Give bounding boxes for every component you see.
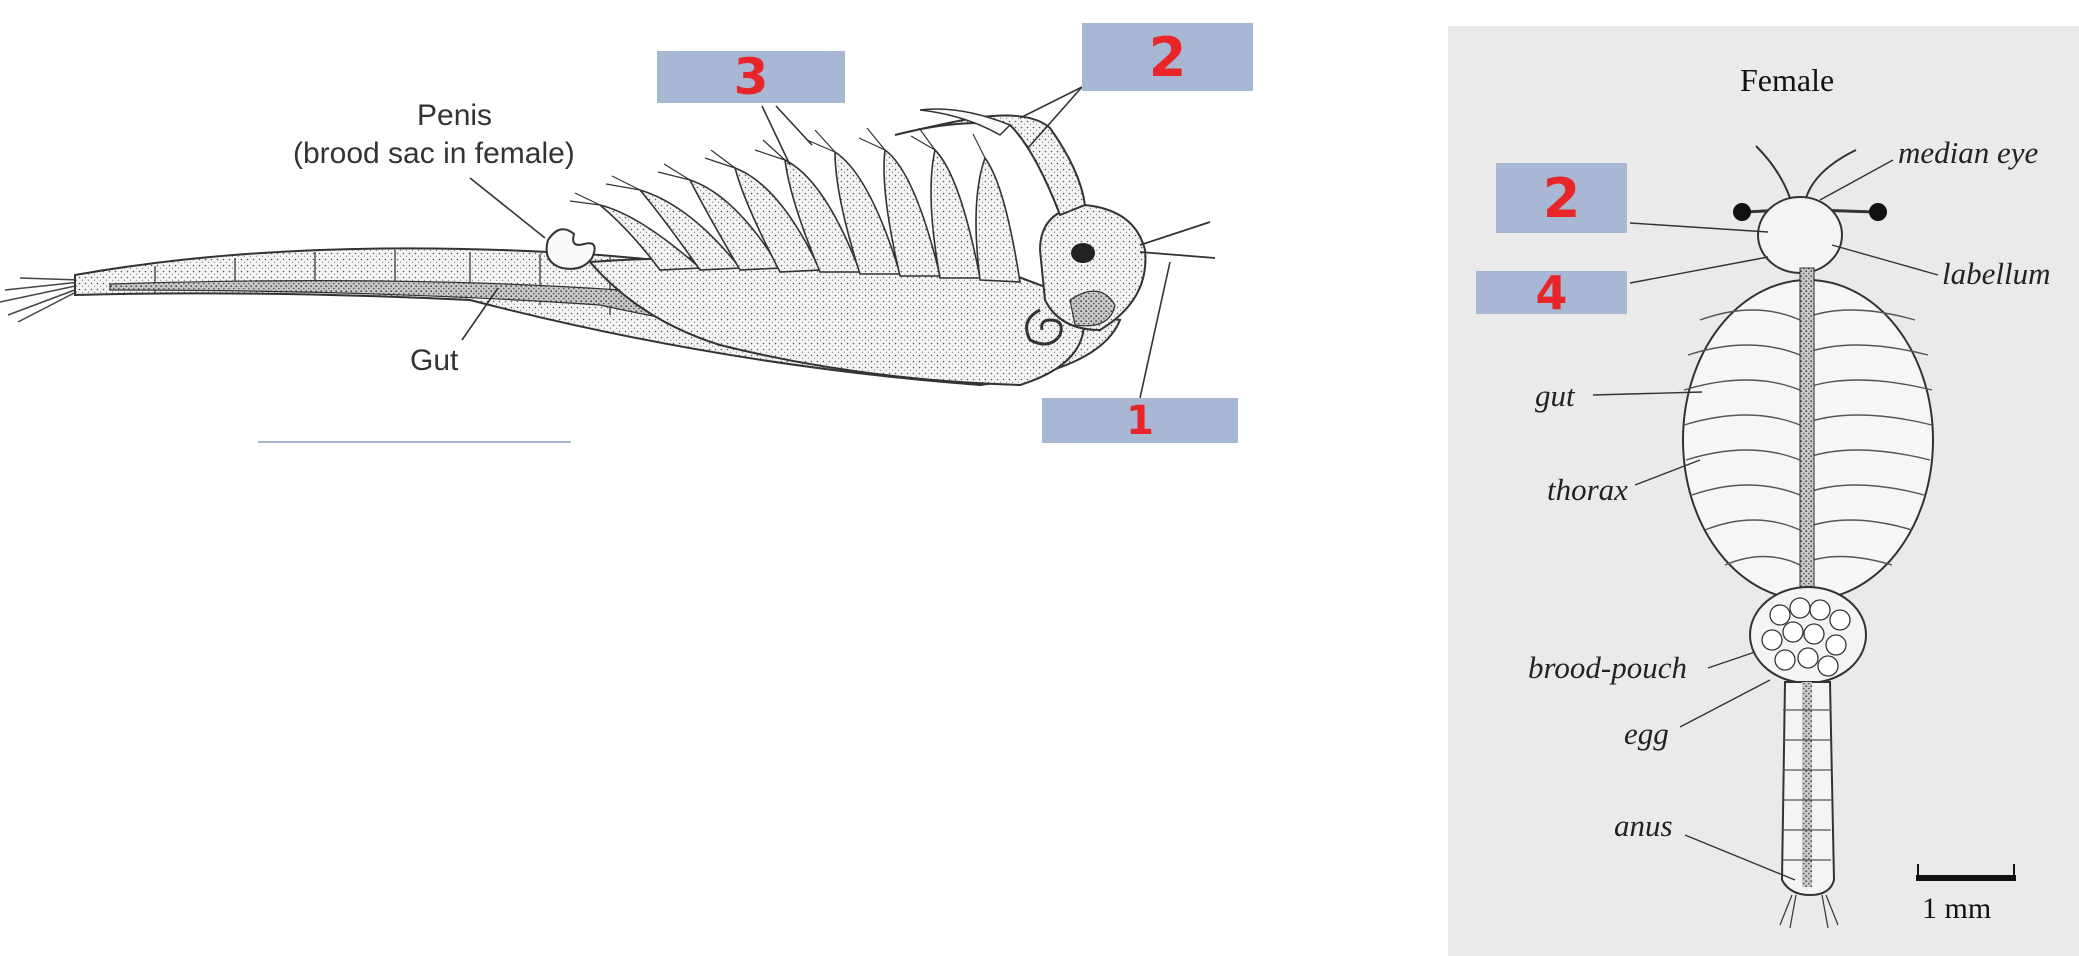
answer-box-3-text: 3 (733, 48, 769, 106)
answer-box-2-left-text: 2 (1148, 25, 1187, 89)
thorax-label: thorax (1547, 472, 1628, 507)
gut-label-right: gut (1535, 378, 1575, 413)
answer-box-2-left[interactable]: 2 (1082, 23, 1253, 91)
furca-bristles (1779, 894, 1839, 929)
compound-eye (1071, 243, 1095, 263)
coiled-appendage (1025, 308, 1063, 346)
labellum-label: labellum (1942, 256, 2051, 291)
penis-structure (545, 228, 596, 270)
leg-bristles (569, 127, 986, 206)
left-leader-lines (461, 86, 1171, 399)
right-eye (1869, 203, 1887, 221)
median-eye-label: median eye (1898, 135, 2039, 170)
egg-label: egg (1624, 716, 1669, 751)
dorsal-gut (1799, 267, 1815, 599)
brood-pouch-label: brood-pouch (1528, 650, 1687, 685)
antennules (1139, 221, 1216, 259)
scale-bar (1916, 864, 2016, 881)
thoracic-legs (599, 148, 1021, 283)
right-leader-lines (1592, 159, 1939, 881)
dark-gut-head (1069, 290, 1116, 327)
scale-bar-label: 1 mm (1922, 892, 1992, 925)
abdomen-rings (1783, 709, 1831, 861)
gut-label: Gut (410, 344, 459, 377)
anus-label: anus (1614, 808, 1673, 843)
shrimp-dorsal-view (1592, 145, 2016, 929)
brood-sac-label: (brood sac in female) (293, 137, 575, 170)
answer-box-1[interactable]: 1 (1042, 397, 1238, 444)
dorsal-antennae (1755, 145, 1857, 199)
penis-label: Penis (417, 99, 493, 132)
answer-box-4[interactable]: 4 (1476, 266, 1627, 320)
answer-box-1-text: 1 (1126, 397, 1154, 444)
clasper-tip (919, 108, 1012, 136)
answer-box-2-right-text: 2 (1542, 166, 1581, 230)
answer-box-3[interactable]: 3 (657, 48, 845, 106)
clasper-antenna (894, 114, 1087, 217)
answer-box-4-text: 4 (1535, 265, 1568, 320)
answer-box-2-right[interactable]: 2 (1496, 163, 1627, 233)
tail-bristles (0, 277, 81, 323)
dorsal-head (1757, 196, 1843, 274)
left-eye (1733, 203, 1751, 221)
eggs (1761, 597, 1851, 677)
female-title: Female (1740, 62, 1835, 98)
shrimp-side-view (0, 86, 1216, 443)
abdomen-gut (1802, 682, 1812, 887)
